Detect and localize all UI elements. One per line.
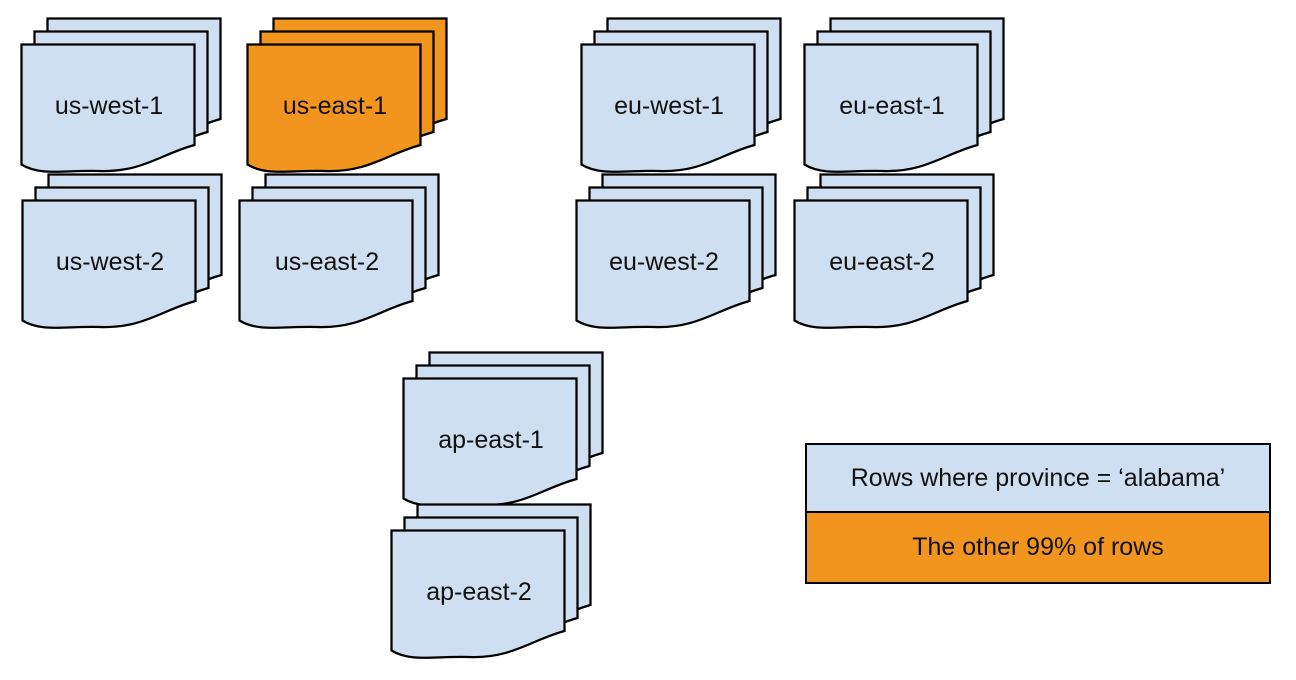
region-stack-eu-west-1: eu-west-1: [580, 17, 786, 177]
legend-item-alabama-rows: Rows where province = ‘alabama’: [807, 445, 1269, 513]
legend: Rows where province = ‘alabama’ The othe…: [805, 443, 1271, 584]
document-stack-icon: [238, 173, 440, 329]
region-stack-ap-east-1: ap-east-1: [402, 351, 608, 511]
document-stack-icon: [20, 17, 222, 173]
region-stack-us-east-2: us-east-2: [238, 173, 444, 333]
document-stack-icon: [390, 503, 592, 659]
region-stack-us-west-1: us-west-1: [20, 17, 226, 177]
legend-item-label: The other 99% of rows: [912, 532, 1164, 561]
legend-item-other-rows: The other 99% of rows: [807, 513, 1269, 582]
document-stack-icon: [575, 173, 777, 329]
document-stack-icon: [21, 173, 223, 329]
document-stack-icon: [402, 351, 604, 507]
region-stack-eu-west-2: eu-west-2: [575, 173, 781, 333]
region-stack-eu-east-2: eu-east-2: [793, 173, 999, 333]
legend-item-label: Rows where province = ‘alabama’: [850, 463, 1226, 492]
document-stack-icon: [793, 173, 995, 329]
document-stack-icon: [803, 17, 1005, 173]
region-stack-us-east-1: us-east-1: [246, 17, 452, 177]
region-stack-eu-east-1: eu-east-1: [803, 17, 1009, 177]
region-stack-ap-east-2: ap-east-2: [390, 503, 596, 663]
region-stack-us-west-2: us-west-2: [21, 173, 227, 333]
document-stack-icon: [246, 17, 448, 173]
document-stack-icon: [580, 17, 782, 173]
